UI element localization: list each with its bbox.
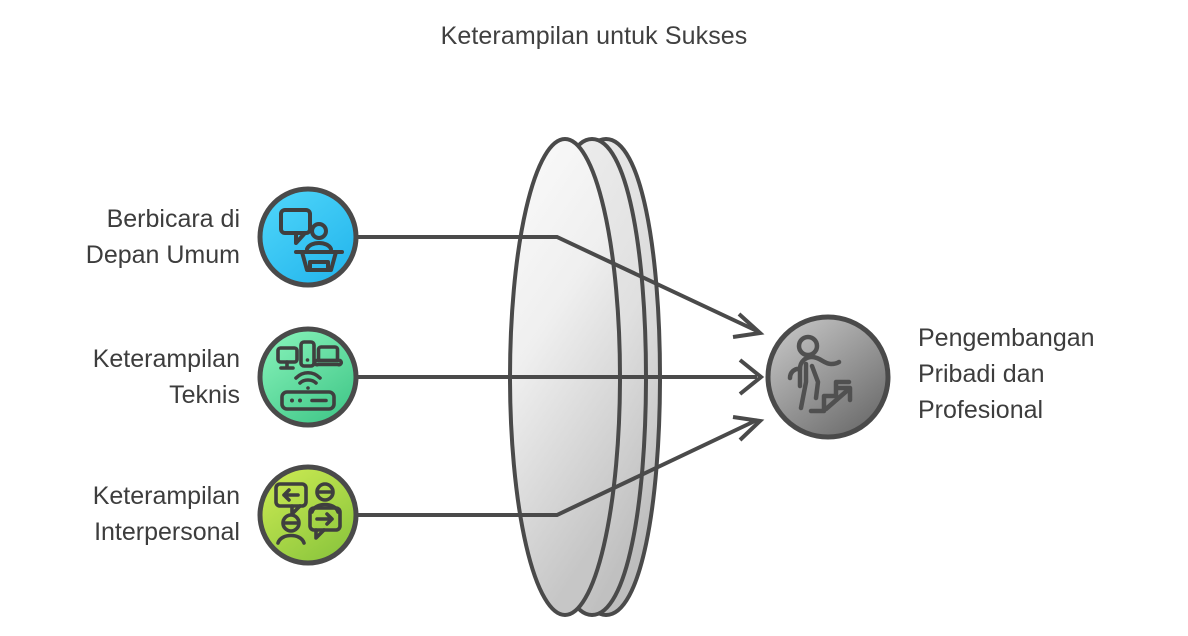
connector-group — [356, 235, 758, 517]
arrowhead-1 — [738, 358, 765, 396]
destination-circle — [765, 314, 891, 440]
destination-node[interactable] — [765, 314, 891, 440]
devices-network-icon — [276, 340, 343, 411]
connector-line-0 — [356, 235, 758, 333]
source-circle-1 — [257, 326, 359, 428]
source-label-1: Keterampilan Teknis — [92, 345, 240, 409]
arrowhead-0 — [732, 312, 765, 339]
interpersonal-communication-icon — [274, 482, 342, 545]
source-label-0: Berbicara di Depan Umum — [85, 205, 240, 269]
destination-label: Pengembangan Pribadi dan Profesional — [918, 324, 1095, 424]
arrowhead-2 — [732, 415, 765, 442]
connector-line-2 — [356, 418, 758, 517]
source-node-2[interactable] — [257, 464, 359, 566]
public-speaking-icon — [279, 208, 344, 272]
source-node-1[interactable] — [257, 326, 359, 428]
source-label-2: Keterampilan Interpersonal — [92, 482, 240, 546]
diagram-title: Keterampilan untuk Sukses — [440, 22, 748, 50]
career-growth-stairs-icon — [787, 334, 853, 414]
source-node-0[interactable] — [257, 186, 359, 288]
